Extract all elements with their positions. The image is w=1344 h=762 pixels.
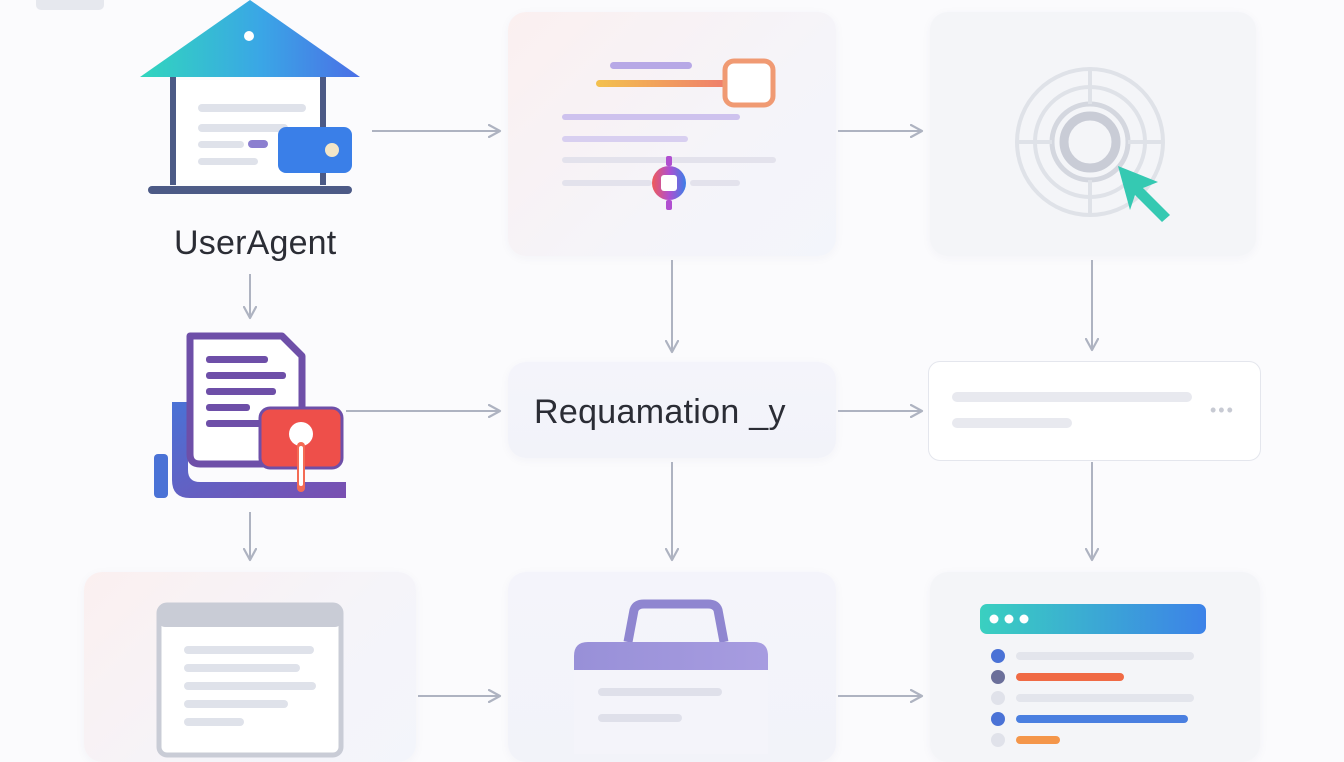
browser-list-icon — [980, 604, 1206, 747]
result-line-1 — [952, 392, 1192, 402]
toolbox-icon — [574, 599, 768, 754]
target-cursor-icon — [1015, 67, 1170, 222]
more-options-icon[interactable]: ••• — [1210, 400, 1235, 420]
request-node-label: Requamation _y — [534, 393, 786, 431]
editor-card — [508, 12, 836, 256]
window-list-icon — [156, 602, 344, 758]
form-editor-icon — [562, 58, 776, 210]
result-line-2 — [952, 418, 1072, 428]
house-form-icon — [140, 0, 360, 194]
corner-fragment — [36, 0, 104, 10]
document-pin-icon — [154, 332, 346, 498]
browser-card — [930, 572, 1260, 762]
result-field-card — [928, 361, 1261, 461]
useragent-label: UserAgent — [174, 224, 337, 262]
request-node[interactable] — [508, 362, 836, 458]
